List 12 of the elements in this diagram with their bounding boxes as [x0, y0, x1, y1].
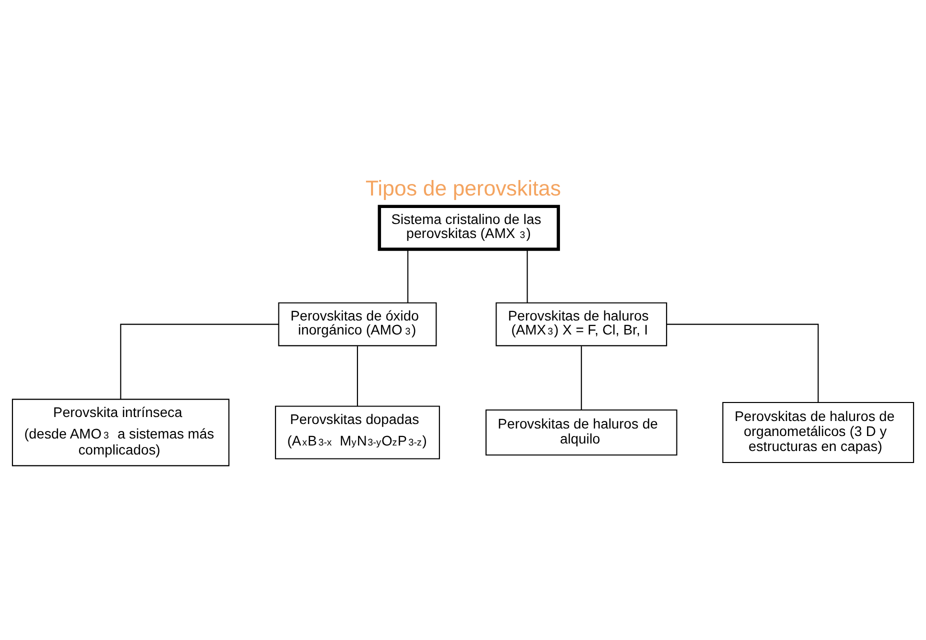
connector	[580, 346, 582, 410]
connector	[120, 324, 279, 400]
node-box: Perovskitas de haluros de organometálicos (3 D y estructuras en capas)	[722, 402, 914, 464]
node-box: Perovskitas de haluros (AMX3) X = F, Cl, Br, I	[496, 302, 668, 346]
connector	[526, 250, 528, 303]
connector	[666, 324, 819, 402]
diagram-title: Tipos de perovskitas	[366, 176, 562, 201]
node-box: Perovskitas dopadas (AxB3-x MyN3-yOzP3-z)	[274, 406, 440, 460]
node-box: Perovskitas de haluros de alquilo	[486, 409, 678, 456]
connector	[407, 250, 408, 303]
connector	[356, 346, 358, 406]
node-box: Perovskita intrínseca (desde AMO3 a sistemas más complicados)	[12, 398, 230, 466]
